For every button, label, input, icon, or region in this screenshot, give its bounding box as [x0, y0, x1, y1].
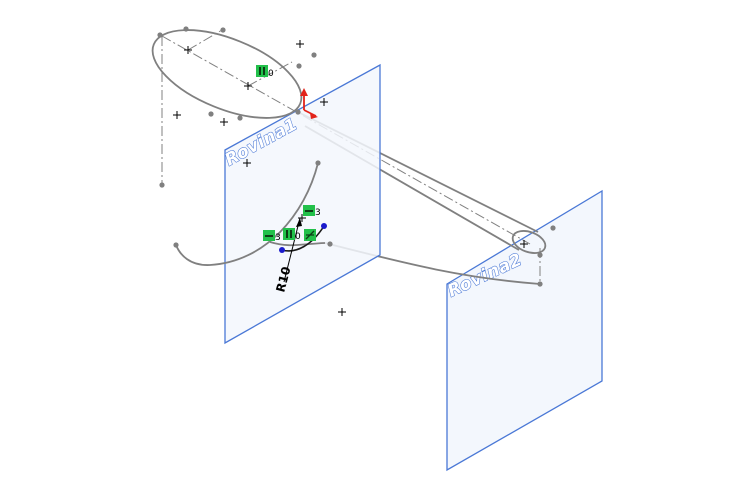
relation-icon-top-ellipse[interactable]: 0: [256, 65, 274, 79]
relation-tag-right: 3: [315, 208, 321, 218]
relation-tag-inner: 0: [295, 232, 301, 242]
relation-icon-left[interactable]: 3: [263, 230, 281, 243]
sketch-points[interactable]: [157, 26, 556, 287]
guide-curves[interactable]: [175, 162, 326, 266]
arc-endpoint-right[interactable]: [321, 223, 327, 229]
origin-triad-icon: [300, 88, 318, 119]
relation-icon-inner[interactable]: 0: [283, 228, 301, 242]
center-point-markers[interactable]: [173, 40, 528, 316]
top-ellipse-sketch[interactable]: [141, 12, 314, 136]
plane-rovina2[interactable]: Rovina2: [444, 189, 603, 472]
relation-icon-tangent[interactable]: [304, 229, 316, 241]
construction-lines: [161, 29, 293, 186]
relation-tag-left: 3: [275, 233, 281, 243]
relation-icon-right[interactable]: 3: [303, 205, 321, 218]
radius-dimension[interactable]: R10: [273, 217, 302, 294]
relation-tag-top: 0: [268, 69, 274, 79]
radius-dimension-text[interactable]: R10: [273, 265, 293, 294]
sketch-arc[interactable]: [279, 223, 327, 253]
arc-endpoint-left[interactable]: [279, 247, 285, 253]
